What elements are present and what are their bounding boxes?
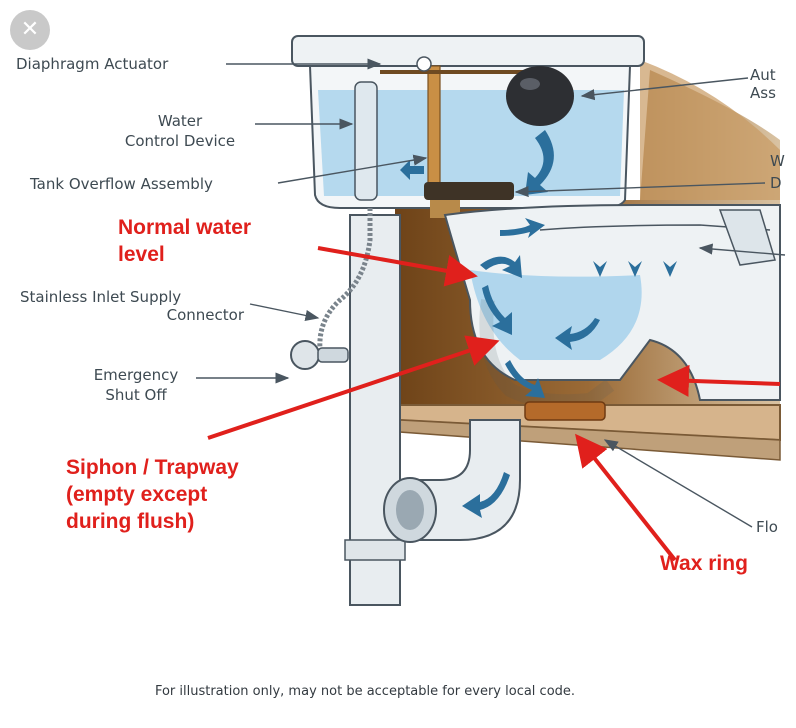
label-diaphragm-actuator: Diaphragm Actuator [16,55,169,73]
close-icon: ✕ [20,17,40,42]
label-right-d: D [770,174,782,192]
flow-arrows [400,130,677,518]
leader-lines [196,58,786,528]
label-tank-overflow: Tank Overflow Assembly [29,175,213,193]
supply-line [290,208,373,370]
label-emergency-line1: Emergency [94,366,179,384]
annotation-wax-ring: Wax ring [660,552,748,575]
annotation-normal-water-line2: level [118,243,165,266]
label-auto-assembly-line2: Ass [750,84,776,102]
label-auto-assembly-line1: Aut [750,66,776,84]
label-water-control-line1: Water [158,112,203,130]
tank [291,35,645,218]
label-emergency-line2: Shut Off [105,386,167,404]
label-flange: Flo [756,518,778,536]
label-inlet-supply-line2: Connector [167,306,245,324]
annotation-siphon-line3: during flush) [66,510,194,533]
label-water-control-line2: Control Device [125,132,235,150]
drain-pipe [344,214,606,606]
annotation-siphon-line1: Siphon / Trapway [66,456,239,479]
label-inlet-supply-line1: Stainless Inlet Supply [20,288,181,306]
edge-fade [782,400,796,700]
annotation-arrows [207,246,781,562]
annotation-siphon-line2: (empty except [66,483,207,506]
close-button[interactable]: ✕ [10,10,50,50]
label-right-w: W [770,152,785,170]
footer-disclaimer: For illustration only, may not be accept… [154,684,576,699]
annotation-normal-water-line1: Normal water [118,216,251,239]
bowl [443,204,781,409]
